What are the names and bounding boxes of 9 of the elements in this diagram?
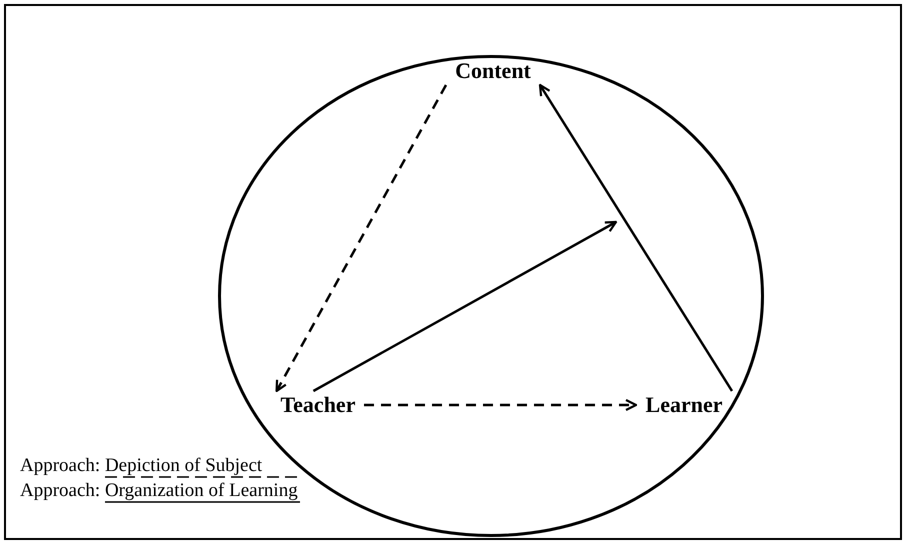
arrow <box>364 398 638 412</box>
legend-text: Approach: Organization of Learning <box>20 480 298 502</box>
arrow <box>276 84 448 392</box>
legend-text: Approach: Depiction of Subject <box>20 455 262 477</box>
node-label: Content <box>446 57 540 85</box>
arrow <box>312 220 618 392</box>
arrow <box>538 84 734 392</box>
node-label: Learner <box>636 391 732 419</box>
node-label: Teacher <box>272 391 364 419</box>
